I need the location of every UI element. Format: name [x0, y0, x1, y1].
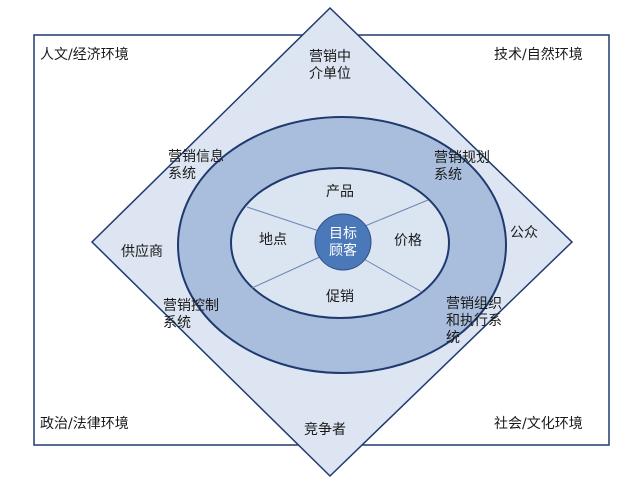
planning-system-line-1: 营销规划 [434, 150, 490, 166]
target-customer-line-1: 目标 [329, 226, 357, 242]
spoke-top-left [246, 206, 323, 233]
info-system-line-2: 系统 [168, 166, 196, 182]
planning-system-line-2: 系统 [434, 167, 462, 183]
label-planning-system: 营销规划 系统 [434, 150, 490, 184]
label-place: 地点 [259, 232, 287, 248]
info-system-line-1: 营销信息 [168, 149, 224, 165]
label-product: 产品 [326, 184, 354, 200]
label-info-system: 营销信息 系统 [168, 149, 224, 183]
execution-system-line-2: 和执行系 [446, 313, 502, 329]
intermediaries-line-2: 介单位 [309, 66, 351, 82]
label-intermediaries: 营销中 介单位 [290, 49, 370, 83]
spoke-top-right [364, 199, 429, 227]
label-promotion: 促销 [326, 289, 354, 305]
intermediaries-line-1: 营销中 [309, 49, 351, 65]
label-economic-environment: 人文/经济环境 [40, 47, 129, 63]
label-execution-system: 营销组织 和执行系 统 [446, 296, 502, 347]
label-control-system: 营销控制 系统 [163, 298, 219, 332]
label-public: 公众 [510, 225, 538, 241]
label-competitors: 竞争者 [304, 422, 346, 438]
label-price: 价格 [394, 233, 422, 249]
target-customer-line-2: 顾客 [329, 243, 357, 259]
spoke-bottom-right [361, 257, 423, 293]
label-target-customer: 目标 顾客 [315, 226, 371, 260]
execution-system-line-1: 营销组织 [446, 296, 502, 312]
execution-system-line-3: 统 [446, 330, 460, 346]
control-system-line-2: 系统 [163, 315, 191, 331]
target-customer-circle [314, 213, 372, 271]
label-social-environment: 社会/文化环境 [494, 416, 583, 432]
label-technology-environment: 技术/自然环境 [494, 47, 583, 63]
spoke-bottom-left [251, 255, 323, 289]
label-suppliers: 供应商 [121, 244, 163, 260]
label-political-environment: 政治/法律环境 [40, 416, 129, 432]
control-system-line-1: 营销控制 [163, 298, 219, 314]
